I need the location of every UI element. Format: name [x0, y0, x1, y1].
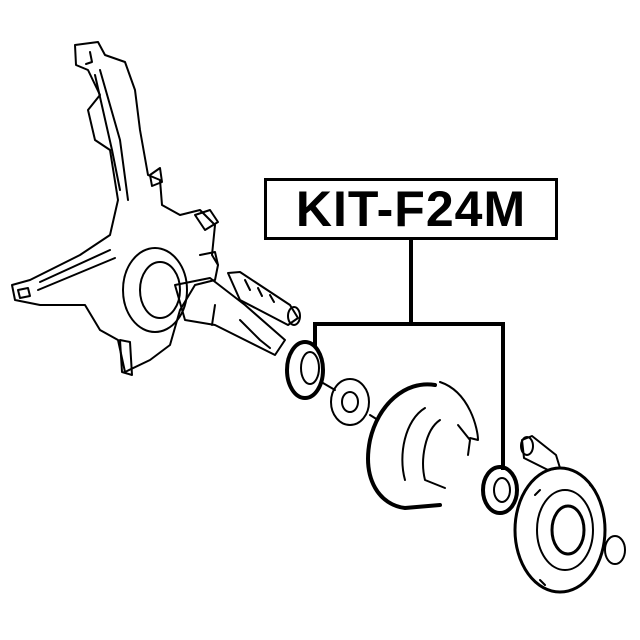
- wheel-stud-icon: [520, 435, 561, 471]
- drive-shaft-spindle-icon: [174, 277, 286, 356]
- oil-seal-icon: [285, 340, 325, 400]
- knuckle-bolt-icon: [227, 271, 301, 326]
- brake-disc-icon: [366, 381, 479, 510]
- wheel-bearing-icon: [481, 465, 519, 515]
- steering-knuckle-icon: [11, 41, 219, 376]
- callout-lines: [313, 238, 505, 470]
- part-number-label: KIT-F24M: [264, 178, 558, 240]
- washer-icon: [322, 378, 370, 426]
- wheel-hub-icon: [513, 466, 626, 594]
